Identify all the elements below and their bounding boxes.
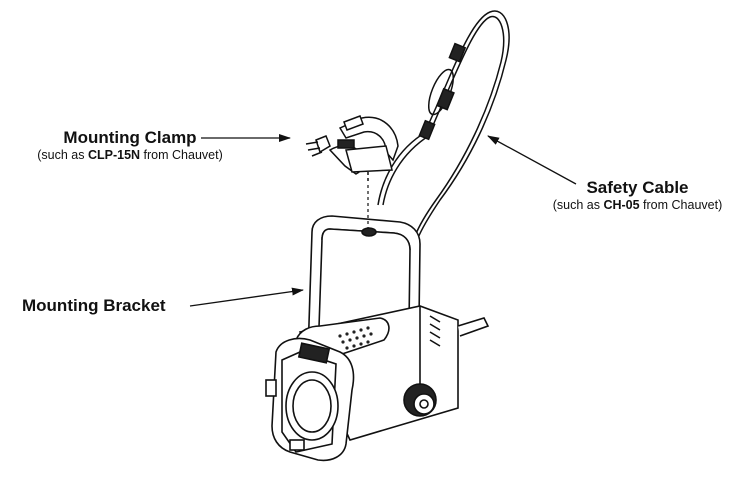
mounting-clamp-model: CLP-15N — [87, 148, 141, 162]
cable-leader-arrow — [487, 135, 577, 185]
mounting-clamp-label: Mounting Clamp — [63, 128, 197, 147]
mounting-clamp — [305, 115, 399, 184]
safety-cable-model: CH-05 — [603, 198, 640, 212]
mounting-clamp-example: (such as CLP-15N from Chauvet) — [37, 148, 223, 162]
safety-cable-callout: Safety Cable (such as CH-05 from Chauvet… — [535, 178, 740, 213]
safety-cable-example: (such as CH-05 from Chauvet) — [552, 198, 723, 212]
mounting-bracket-callout: Mounting Bracket — [22, 296, 166, 316]
vent-slots — [338, 326, 373, 350]
fixture-body — [265, 305, 490, 462]
safety-cable-label: Safety Cable — [586, 178, 689, 197]
mounting-bracket-label: Mounting Bracket — [22, 296, 166, 315]
safety-cable — [377, 10, 510, 239]
mounting-clamp-callout: Mounting Clamp (such as CLP-15N from Cha… — [12, 128, 248, 163]
bracket-leader-arrow — [189, 287, 304, 307]
